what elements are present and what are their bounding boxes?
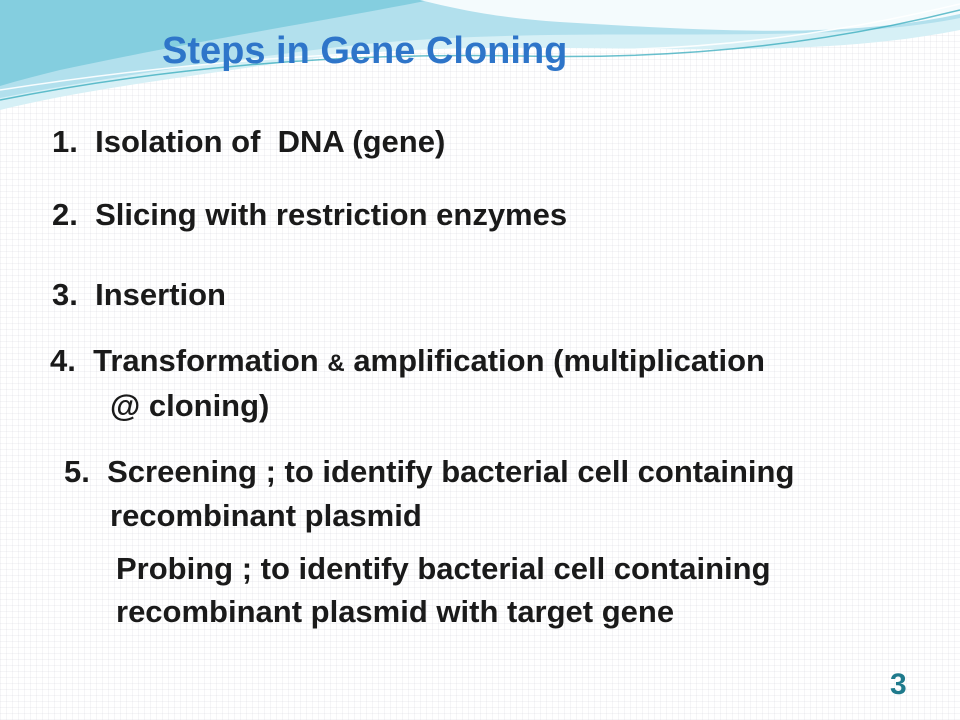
step-1: 1. Isolation of DNA (gene) bbox=[52, 122, 445, 162]
wave-line-2 bbox=[0, 3, 960, 91]
step-4: 4. Transformation & amplification (multi… bbox=[50, 341, 765, 384]
step-1-text: Isolation of DNA (gene) bbox=[95, 124, 446, 159]
step-5: 5. Screening ; to identify bacterial cel… bbox=[64, 452, 794, 492]
probing-line-1: Probing ; to identify bacterial cell con… bbox=[116, 551, 771, 586]
step-2-text: Slicing with restriction enzymes bbox=[95, 197, 568, 232]
step-5-line-2: recombinant plasmid bbox=[110, 498, 422, 533]
step-5-text: Screening ; to identify bacterial cell c… bbox=[107, 454, 795, 489]
step-2: 2. Slicing with restriction enzymes bbox=[52, 195, 567, 235]
step-2-number: 2. bbox=[52, 197, 78, 232]
step-3-number: 3. bbox=[52, 277, 78, 312]
wave-line-1 bbox=[0, 9, 960, 101]
page-number: 3 bbox=[890, 668, 907, 701]
step-4-text-a: Transformation bbox=[93, 343, 328, 378]
wave-highlight bbox=[420, 0, 960, 31]
step-4-ampersand: & bbox=[327, 350, 345, 377]
step-1-number: 1. bbox=[52, 124, 78, 159]
wave-teal-left bbox=[0, 0, 430, 86]
probing-line-2: recombinant plasmid with target gene bbox=[116, 594, 675, 629]
step-3: 3. Insertion bbox=[52, 275, 226, 315]
step-4-line-2: @ cloning) bbox=[110, 388, 270, 423]
step-4-number: 4. bbox=[50, 343, 76, 378]
slide-title: Steps in Gene Cloning bbox=[162, 30, 568, 72]
step-5-number: 5. bbox=[64, 454, 90, 489]
step-4-text-b: amplification (multiplication bbox=[344, 343, 765, 378]
header-waves bbox=[0, 0, 960, 110]
step-3-text: Insertion bbox=[95, 277, 226, 312]
